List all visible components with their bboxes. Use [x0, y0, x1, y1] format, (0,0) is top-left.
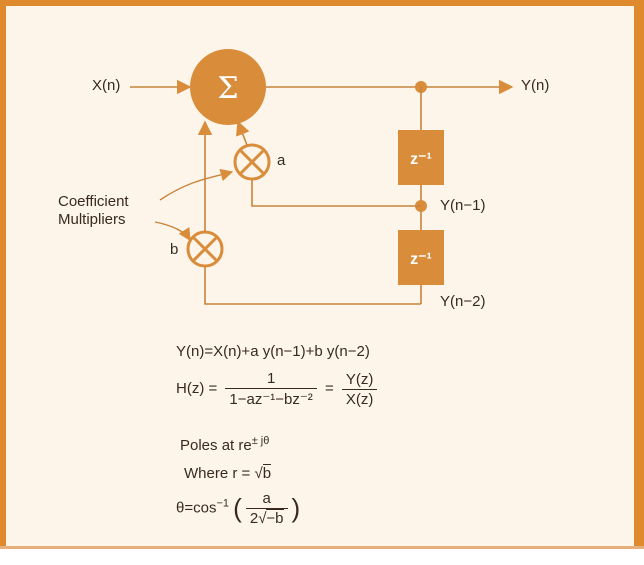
poles-line: Poles at re± jθ [180, 435, 269, 454]
frame-bottom-border [0, 546, 644, 549]
coef-b-label: b [170, 241, 179, 258]
delay-label-2: z⁻¹ [410, 251, 432, 268]
h-fraction-1: 1 1−az⁻¹−bz⁻² [225, 370, 317, 408]
theta-fraction: a 2√−b [245, 490, 288, 527]
feedback-b-wire [204, 266, 421, 305]
frame-right-border [634, 0, 644, 548]
tap2-label: Y(n−2) [440, 293, 486, 310]
h-denominator-2: X(z) [345, 390, 374, 408]
frame-top-border [0, 0, 644, 6]
theta-denominator: 2√−b [246, 509, 288, 527]
feedback-a-wire [251, 180, 421, 207]
h-denominator: 1−az⁻¹−bz⁻² [229, 391, 313, 408]
coef-a-label: a [277, 152, 286, 169]
paren-left: ( [233, 493, 242, 523]
theta-numerator: a [245, 490, 288, 509]
input-label: X(n) [92, 77, 121, 94]
paren-right: ) [291, 493, 301, 523]
delay-label-1: z⁻¹ [410, 151, 432, 168]
theta-exponent: −1 [216, 497, 229, 510]
multiplier-a-cross2 [239, 149, 265, 175]
where-line: Where r = √b [184, 464, 272, 482]
delay-block-1 [398, 130, 444, 185]
annotation-line1: Coefficient [58, 193, 129, 210]
output-label: Y(n) [521, 77, 550, 94]
difference-equation: Y(n)=X(n)+a y(n−1)+b y(n−2) [176, 343, 370, 360]
annotation-leader-a [159, 168, 234, 201]
where-prefix: Where r = [184, 465, 251, 482]
delay-block-2 [398, 230, 444, 285]
multiplier-a-to-summer [236, 120, 250, 146]
poles-prefix: Poles at re [180, 437, 252, 454]
sqrt-sign: √ [254, 465, 263, 482]
h-numerator: 1 [225, 370, 317, 389]
theta-sqrt-sign: √ [258, 510, 267, 527]
tap1-label: Y(n−1) [440, 197, 486, 214]
frame-left-border [0, 0, 6, 548]
theta-line: θ=cos−1 ( a 2√−b ) [176, 490, 300, 527]
theta-sqrt-arg: −b [266, 509, 284, 527]
annotation-leader-b [154, 221, 191, 242]
where-sqrt-arg: b [262, 464, 272, 482]
h-numerator-2: Y(z) [341, 371, 378, 390]
summer-symbol: Σ [217, 71, 238, 106]
annotation-line2: Multipliers [58, 211, 126, 228]
h-lhs: H(z) = [176, 379, 218, 397]
page-margin [0, 549, 644, 565]
theta-den-two: 2 [249, 510, 259, 527]
h-equals: = [324, 379, 334, 397]
h-fraction-2: Y(z) X(z) [341, 371, 378, 408]
transfer-function: H(z) = 1 1−az⁻¹−bz⁻² = Y(z) X(z) [176, 370, 381, 408]
summer-node [190, 49, 266, 125]
multiplier-b-cross2 [192, 236, 218, 262]
theta-prefix: θ=cos [176, 499, 217, 517]
poles-exponent: ± jθ [251, 435, 270, 447]
